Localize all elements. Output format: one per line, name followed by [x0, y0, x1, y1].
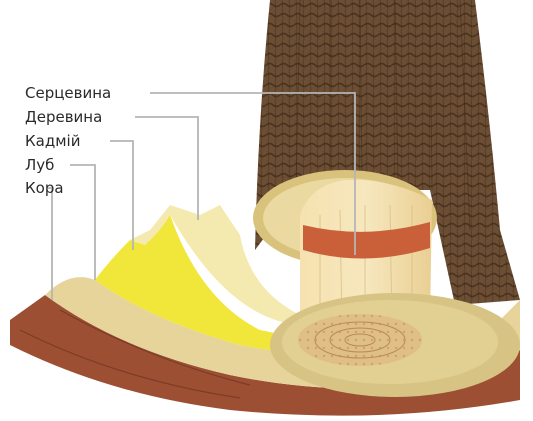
leader-sapwood: [135, 117, 198, 220]
label-sapwood: Деревина: [25, 108, 102, 126]
leader-phloem: [70, 165, 95, 280]
label-bark: Кора: [25, 179, 64, 197]
label-cambium: Кадмій: [25, 132, 80, 150]
leader-cambium: [110, 141, 133, 250]
label-phloem: Луб: [25, 156, 54, 174]
label-heartwood: Серцевина: [25, 84, 111, 102]
leader-bark: [48, 188, 52, 300]
